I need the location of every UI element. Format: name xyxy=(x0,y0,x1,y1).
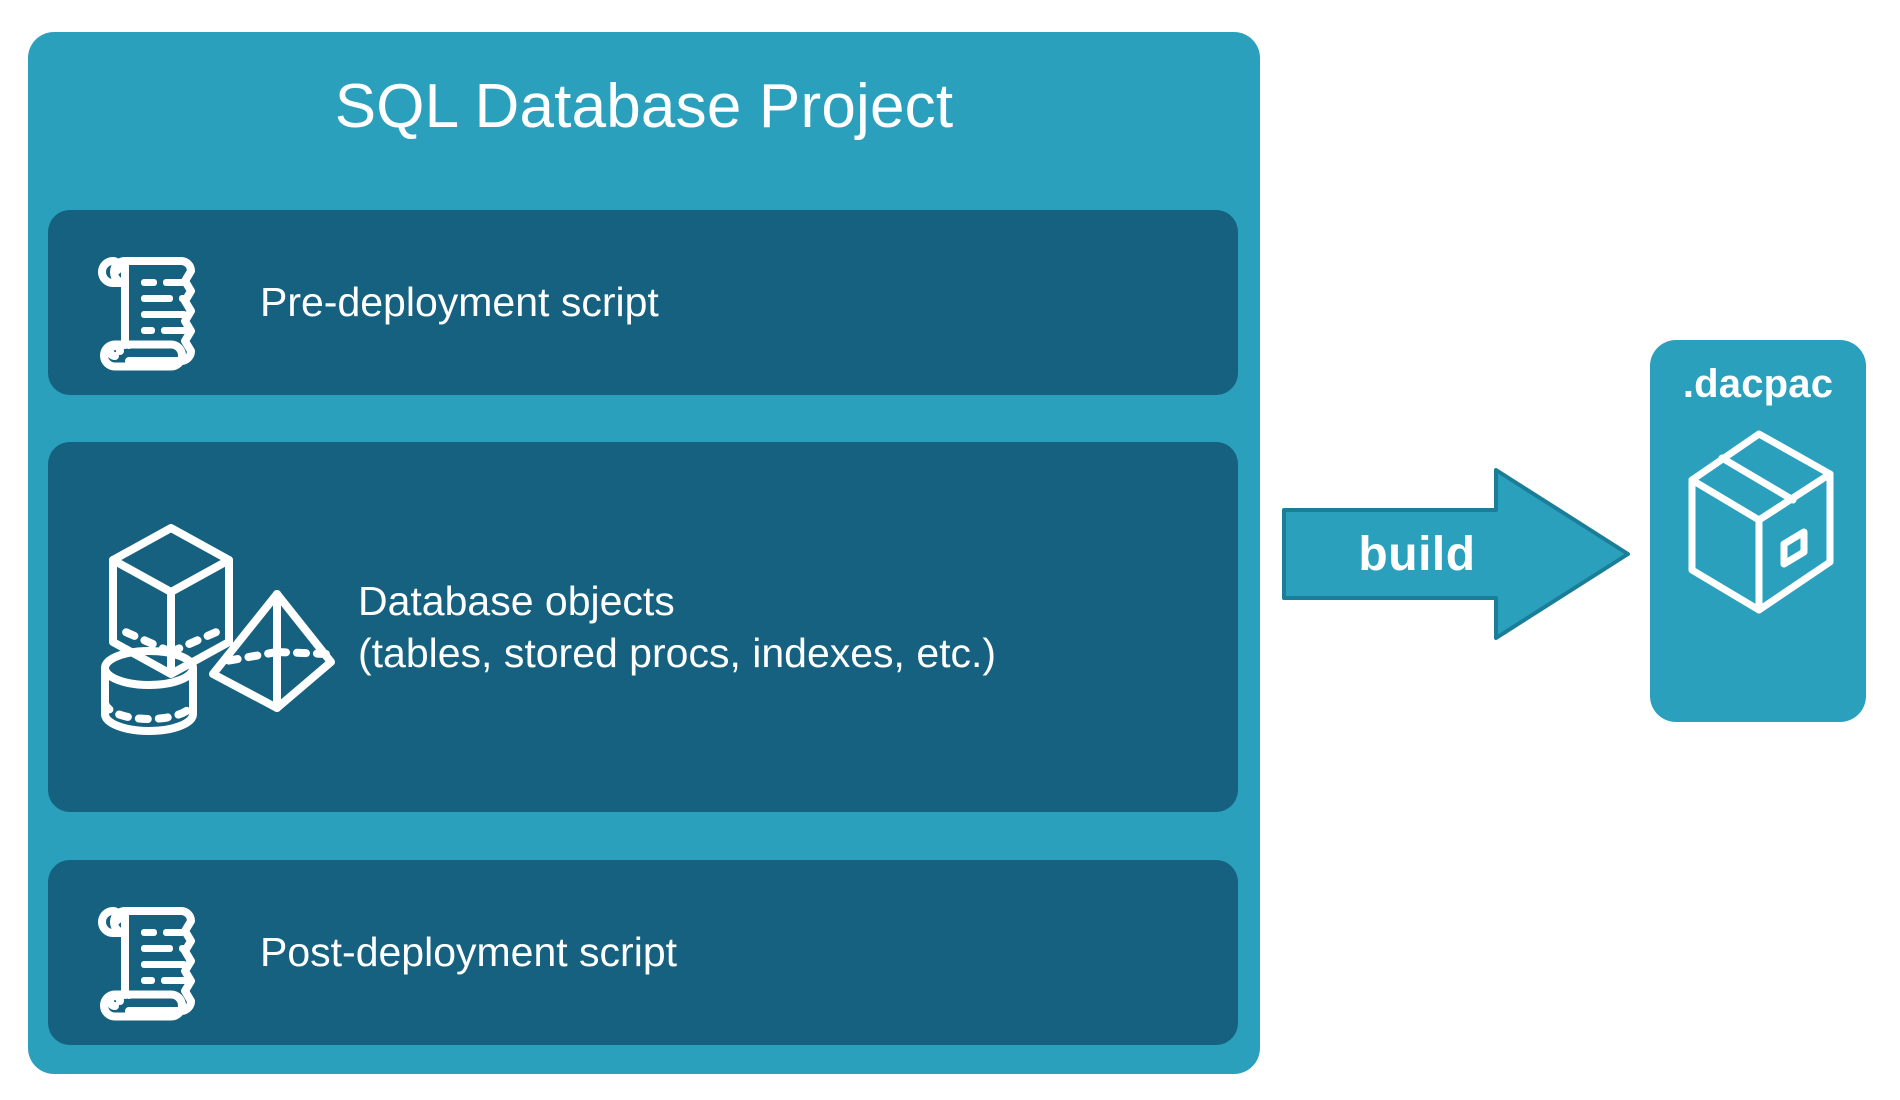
card-database-objects-label-line1: Database objects xyxy=(358,577,675,624)
project-panel-title: SQL Database Project xyxy=(334,72,954,141)
card-pre-deployment-label: Pre-deployment script xyxy=(260,279,659,326)
card-post-deployment-script[interactable]: Post-deployment script xyxy=(48,860,1238,1045)
card-database-objects[interactable]: Database objects (tables, stored procs, … xyxy=(48,442,1238,812)
shapes-icon xyxy=(76,502,336,752)
build-arrow xyxy=(1282,468,1630,640)
card-post-deployment-label: Post-deployment script xyxy=(260,929,678,976)
sql-database-project-panel: SQL Database Project xyxy=(28,32,1260,1074)
card-pre-deployment-script[interactable]: Pre-deployment script xyxy=(48,210,1238,395)
dacpac-output-panel: .dacpac xyxy=(1650,340,1866,722)
card-database-objects-label: Database objects (tables, stored procs, … xyxy=(358,575,1238,680)
package-box-icon xyxy=(1680,422,1838,622)
scroll-icon xyxy=(74,239,224,370)
scroll-icon xyxy=(74,889,224,1020)
card-database-objects-label-line2: (tables, stored procs, indexes, etc.) xyxy=(358,630,997,676)
arrow-right-icon xyxy=(1282,468,1630,640)
dacpac-title: .dacpac xyxy=(1682,362,1834,406)
